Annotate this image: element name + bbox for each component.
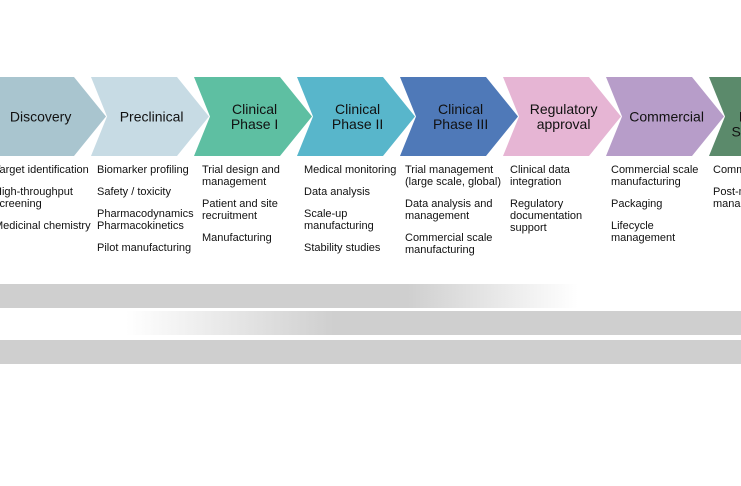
activity-item: Medical monitoring — [304, 164, 397, 176]
stage-label: Clinical — [232, 101, 277, 117]
stage-label: Commercial — [629, 109, 704, 125]
stage-label: Marketing — [739, 109, 741, 125]
stage-label: Clinical — [438, 101, 483, 117]
stage-chevron — [91, 77, 209, 156]
activity-item: Data analysis — [304, 186, 371, 198]
activity-item: Commercial scale manufacturing — [405, 232, 493, 256]
activity-item: Commercial — [713, 164, 741, 176]
activity-item: Patient and site recruitment — [202, 198, 278, 222]
activity-item: Pharmacodynamics Pharmacokinetics — [97, 208, 194, 232]
activity-item: Data analysis and management — [405, 198, 493, 222]
stage-chevron — [194, 77, 312, 156]
stage-label: Clinical — [335, 101, 380, 117]
stage-chevron — [503, 77, 621, 156]
stage-commercial: Commercial — [606, 77, 724, 156]
activity-item: Biomarker profiling — [97, 164, 189, 176]
activity-item: Regulatory documentation support — [510, 198, 583, 234]
stage-label: Preclinical — [120, 109, 184, 125]
stage-post-marketing-surveillance: Post-MarketingSurveillance — [709, 77, 741, 156]
stage-preclinical: Preclinical — [91, 77, 209, 156]
stage-chevron — [709, 77, 741, 156]
activity-item: Commercial scale manufacturing — [611, 164, 699, 188]
activity-item: Stability studies — [304, 242, 381, 254]
stage-label: Phase II — [332, 116, 383, 132]
activity-item: Packaging — [611, 198, 663, 210]
stage-discovery: Discovery — [0, 77, 106, 156]
activity-item: Post-marketing management — [713, 186, 741, 210]
activity-item: Manufacturing — [202, 232, 272, 244]
activity-item: High-throughput screening — [0, 186, 73, 210]
activity-item: Trial design and management — [202, 164, 280, 188]
timeline-band-1 — [0, 284, 741, 308]
stage-chevron — [297, 77, 415, 156]
stage-label: Phase I — [231, 116, 278, 132]
stage-chevron — [0, 77, 106, 156]
activity-item: Safety / toxicity — [97, 186, 171, 198]
activity-item: Pilot manufacturing — [97, 242, 192, 254]
stage-label: Surveillance — [731, 124, 741, 140]
activity-item: Scale-up manufacturing — [304, 208, 374, 232]
stage-chevron — [400, 77, 518, 156]
activity-column-clinical-phase-iii: Trial management (large scale, global) Da… — [405, 164, 507, 266]
activity-column-post-marketing-surveillance: CommercialPost-marketing management — [713, 164, 741, 220]
timeline-band-2 — [0, 311, 741, 335]
timeline-band-3 — [0, 340, 741, 364]
activity-item: Clinical data integration — [510, 164, 570, 188]
activity-item: Lifecycle management — [611, 220, 676, 244]
activity-item: Medicinal chemistry — [0, 220, 91, 232]
activity-item: Target identification — [0, 164, 89, 176]
stage-label: approval — [537, 116, 591, 132]
stage-label: Discovery — [10, 109, 71, 125]
stage-label: Regulatory — [530, 101, 598, 117]
activity-item: Trial management (large scale, global) — [405, 164, 501, 188]
stage-chevron — [606, 77, 724, 156]
stage-label: Phase III — [433, 116, 488, 132]
